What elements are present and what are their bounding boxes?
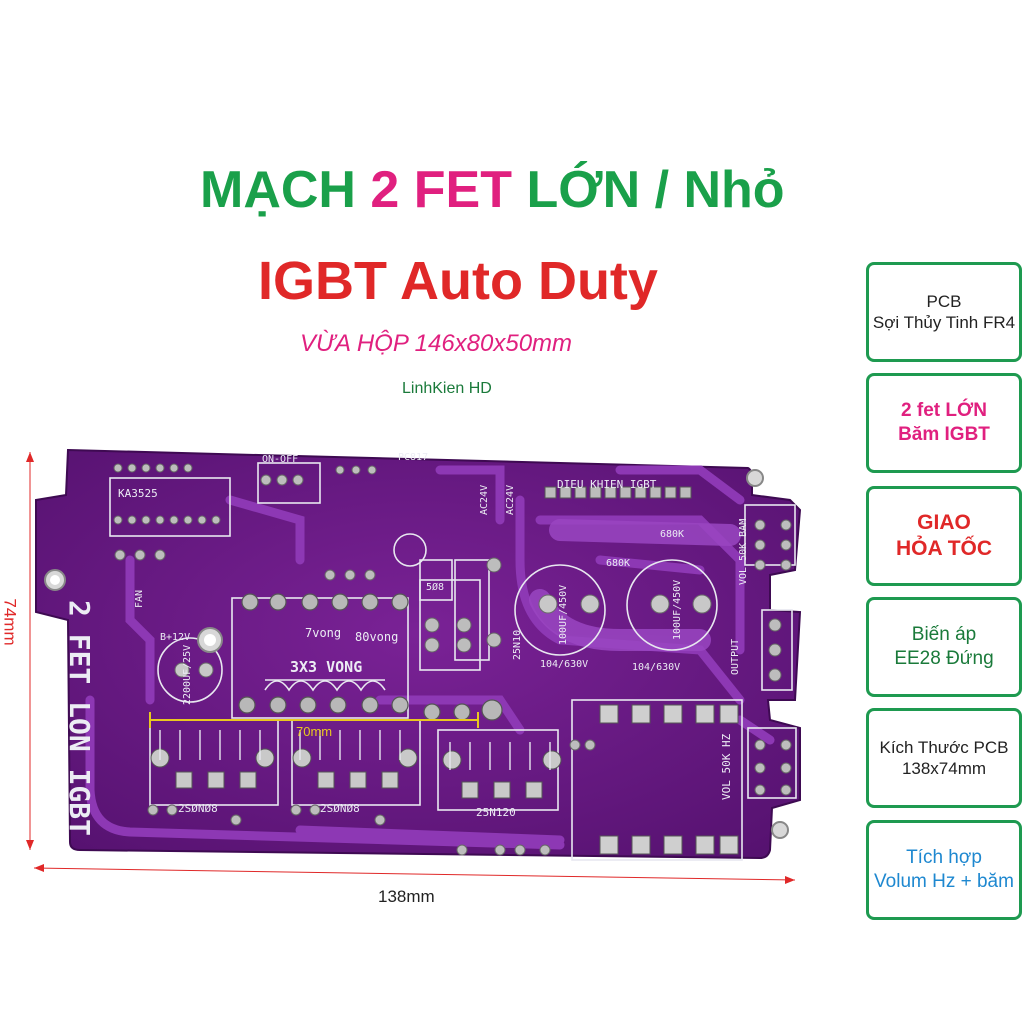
fet2-label: 2SØNØ8	[320, 802, 360, 815]
control-header-pins	[544, 486, 692, 499]
control-label: DIEU KHIEN IGBT	[557, 478, 657, 491]
card-line: HỎA TỐC	[895, 537, 993, 560]
arrow-right-icon	[785, 876, 795, 884]
title-part-1: MẠCH	[200, 161, 371, 219]
igbt-label: 25N120	[476, 806, 516, 819]
title-part-2: 2 FET	[370, 161, 512, 219]
r680a-label: 680K	[660, 529, 684, 540]
feature-card-fet: 2 fet LỚN Băm IGBT	[866, 373, 1022, 473]
main-title: MẠCH 2 FET LỚN / Nhỏ	[200, 160, 900, 220]
fan-label: FAN	[134, 590, 145, 608]
cap2-label: 100UF/450V	[672, 580, 683, 640]
transformer-pads	[238, 593, 503, 721]
mounting-holes	[44, 469, 789, 839]
card-line: PCB	[926, 291, 962, 311]
title-part-3: LỚN / Nhỏ	[512, 161, 785, 219]
cap104a-label: 104/630V	[540, 659, 588, 670]
card-line: Kích Thước PCB	[879, 737, 1009, 757]
fet-footprints	[150, 748, 562, 799]
card-line: EE28 Đứng	[894, 648, 994, 669]
b12-label: B+12V	[160, 632, 190, 643]
ac1-label: AC24V	[479, 485, 490, 515]
card-line: Volum Hz + băm	[874, 871, 1014, 892]
cap3-label: 2200UF/25V	[182, 645, 193, 705]
trafo-label: 3X3 VONG	[290, 658, 362, 676]
arrow-up-icon	[26, 452, 34, 462]
card-line: Băm IGBT	[898, 424, 990, 445]
r680b-label: 680K	[606, 558, 630, 569]
transformer-coil	[264, 679, 386, 692]
silkscreen-outlines	[109, 462, 797, 861]
feature-card-pcb: PCB Sợi Thủy Tinh FR4	[866, 262, 1022, 362]
arrow-left-icon	[34, 864, 44, 872]
fet1-label: 2SØNØ8	[178, 802, 218, 815]
inner-dimension-line	[149, 712, 479, 728]
card-line: Sợi Thủy Tinh FR4	[872, 313, 1016, 332]
inner-dimension-label: 70mm	[296, 724, 332, 739]
ic-label: KA3525	[118, 487, 158, 500]
vol2-label: VOL 50K BAM	[738, 519, 749, 585]
pc817-label: PC817	[398, 452, 428, 463]
feature-card-integrated: Tích hợp Volum Hz + băm	[866, 820, 1022, 920]
card-line: 138x74mm	[901, 759, 987, 778]
subtitle-main: IGBT Auto Duty	[258, 251, 658, 311]
subtitle-box-size: VỪA HỘP 146x80x50mm	[300, 330, 573, 357]
res25n10-label: 25N10	[512, 630, 523, 660]
onoff-label: ON-OFF	[262, 454, 298, 465]
card-line: 2 fet LỚN	[901, 400, 987, 422]
cap104b-label: 104/630V	[632, 662, 680, 673]
vol-label: VOL 50K HZ	[720, 733, 733, 800]
arrow-down-icon	[26, 840, 34, 850]
dimension-width-label: 138mm	[378, 887, 435, 906]
board-name-label: 2 FET LON IGBT	[63, 600, 96, 836]
output-pads	[599, 704, 739, 855]
ac2-label: AC24V	[505, 485, 516, 515]
vong7-label: 7vong	[305, 626, 341, 640]
vong80-label: 80vong	[355, 630, 398, 644]
card-line: Biến áp	[911, 624, 977, 646]
dimension-width-line	[33, 867, 796, 881]
cap1-label: 100UF/450V	[558, 585, 569, 645]
card-line: Tích hợp	[906, 847, 982, 869]
feature-card-transformer: Biến áp EE28 Đứng	[866, 597, 1022, 697]
feature-card-shipping: GIAO HỎA TỐC	[866, 486, 1022, 586]
brand-label: LinhKien HD	[402, 380, 492, 397]
feature-card-size: Kích Thước PCB 138x74mm	[866, 708, 1022, 808]
component-pads	[113, 463, 792, 856]
silkscreen-text: 2 FET LON IGBT 3X3 VONG DIEU KHIEN IGBT …	[63, 452, 749, 836]
r5w-label: 5Ø8	[426, 581, 444, 593]
output-label: OUTPUT	[730, 639, 741, 675]
card-line: GIAO	[917, 510, 971, 534]
